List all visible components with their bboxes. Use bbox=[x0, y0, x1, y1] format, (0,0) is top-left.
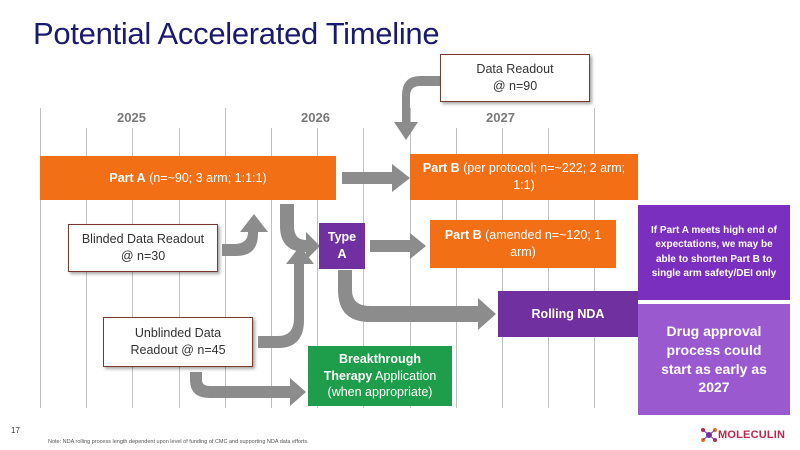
part-b-amended-bar: Part B (amended n=~120; 1 arm) bbox=[430, 220, 616, 268]
part-b-protocol-detail: (per protocol; n=~222; 2 arm; 1:1) bbox=[459, 161, 626, 192]
arrow-type-a-to-part-b-amended bbox=[370, 233, 426, 259]
part-a-bold: Part A bbox=[109, 170, 146, 185]
arrow-data-readout-down bbox=[394, 76, 440, 140]
data-readout-n90-callout: Data Readout @ n=90 bbox=[440, 54, 590, 102]
type-a-box: Type A bbox=[319, 223, 365, 269]
part-a-bar: Part A (n=~90; 3 arm; 1:1:1) bbox=[40, 156, 336, 200]
company-logo: MOLECULIN bbox=[700, 426, 785, 444]
molecule-icon bbox=[701, 428, 717, 442]
arrow-type-a-to-rolling-nda bbox=[338, 270, 496, 330]
logo-text: MOLECULIN bbox=[718, 429, 786, 441]
arrow-blinded-up bbox=[222, 214, 268, 256]
breakthrough-therapy-box: Breakthrough Therapy Application (when a… bbox=[308, 346, 452, 406]
drug-approval-box: Drug approval process could start as ear… bbox=[638, 304, 790, 415]
part-b-protocol-bar: Part B (per protocol; n=~222; 2 arm; 1:1… bbox=[410, 154, 638, 200]
arrow-unblinded-to-breakthrough bbox=[190, 372, 306, 406]
part-a-high-end-note: If Part A meets high end of expectations… bbox=[638, 205, 790, 300]
footnote: Note: NDA rolling process length depende… bbox=[48, 439, 309, 445]
part-b-amended-detail: (amended n=~120; 1 arm) bbox=[481, 228, 602, 259]
year-label-2026: 2026 bbox=[301, 110, 330, 125]
breakthrough-bold: Breakthrough Therapy bbox=[323, 351, 421, 383]
rolling-nda-bar: Rolling NDA bbox=[498, 291, 638, 337]
unblinded-readout-callout: Unblinded Data Readout @ n=45 bbox=[103, 317, 253, 367]
part-b-protocol-bold: Part B bbox=[422, 161, 460, 176]
page-number: 17 bbox=[11, 426, 20, 435]
year-label-2027: 2027 bbox=[486, 110, 515, 125]
part-b-amended-bold: Part B bbox=[444, 228, 482, 243]
arrow-unblinded-up bbox=[258, 246, 314, 348]
arrow-part-a-to-part-b bbox=[342, 164, 410, 192]
arrow-part-a-to-type-a bbox=[280, 204, 320, 260]
blinded-readout-callout: Blinded Data Readout @ n=30 bbox=[68, 224, 218, 272]
part-a-detail: (n=~90; 3 arm; 1:1:1) bbox=[145, 170, 267, 185]
page-title: Potential Accelerated Timeline bbox=[33, 16, 440, 51]
breakthrough-detail: Application (when appropriate) bbox=[327, 368, 437, 400]
year-label-2025: 2025 bbox=[117, 110, 146, 125]
